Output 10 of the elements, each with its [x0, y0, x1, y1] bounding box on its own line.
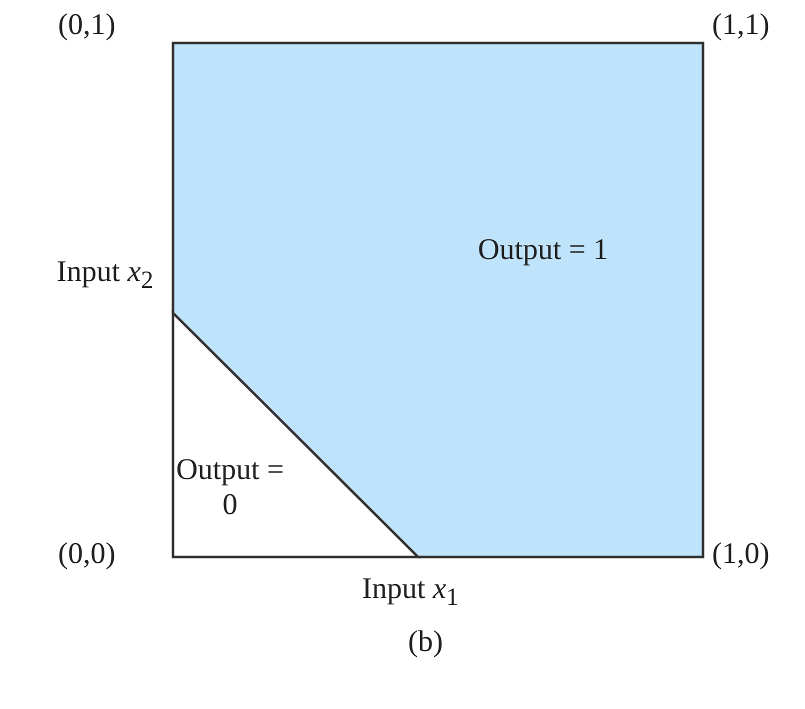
corner-coordinate: (1,0) [712, 537, 770, 570]
region-label: Output = 1 [476, 233, 610, 268]
panel-label: (b) [408, 625, 443, 658]
axis-label: Input x$_{2}$ [56, 255, 154, 294]
corner-coordinate: (0,1) [58, 8, 116, 41]
region-label: Output = 0 [175, 453, 285, 522]
shaded-region [173, 43, 703, 557]
corner-coordinate: (0,0) [58, 537, 116, 570]
corner-coordinate: (1,1) [712, 8, 770, 41]
axis-label: Input x$_{1}$ [362, 572, 459, 612]
